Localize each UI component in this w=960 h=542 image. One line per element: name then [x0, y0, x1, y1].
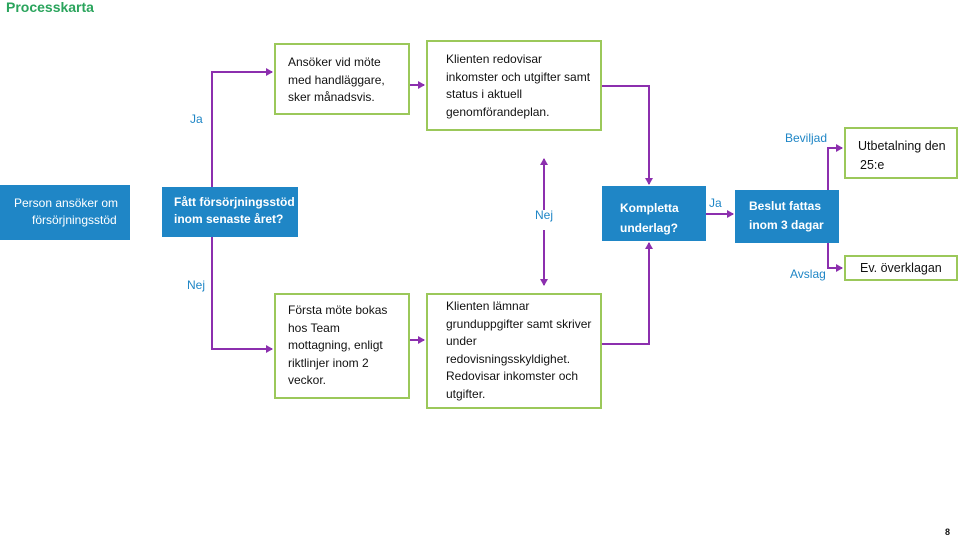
appeal-text: Ev. överklagan	[860, 261, 942, 275]
first-meeting-text: Första möte bokas hos Team mottagning, e…	[288, 303, 388, 387]
arrow-nej-to-first-meeting	[211, 237, 273, 353]
person-applies-box: Person ansöker om försörjningsstöd	[0, 185, 130, 240]
report-income-text: Klienten redovisar inkomster och utgifte…	[446, 52, 591, 119]
appeal-box: Ev. överklagan	[844, 255, 958, 281]
label-nej-mid: Nej	[535, 208, 554, 222]
person-applies-text: Person ansöker om försörjningsstöd	[14, 196, 119, 227]
arrow-ja-to-apply	[211, 68, 273, 187]
arrow-report-to-complete	[602, 85, 653, 185]
apply-meeting-box: Ansöker vid möte med handläggare, sker m…	[274, 43, 410, 115]
page-title: Processkarta	[6, 0, 94, 15]
decision-text: Beslut fattas inom 3 dagar	[749, 199, 824, 232]
first-meeting-box: Första möte bokas hos Team mottagning, e…	[274, 293, 410, 399]
report-income-box: Klienten redovisar inkomster och utgifte…	[426, 40, 602, 131]
arrow-submit-to-complete	[602, 242, 653, 345]
label-ja-top: Ja	[190, 112, 203, 126]
label-nej-bottom: Nej	[187, 278, 206, 292]
complete-box: Kompletta underlag?	[602, 186, 706, 241]
received-support-box: Fått försörjningsstöd inom senaste året?	[162, 187, 298, 237]
arrow-avslag	[827, 243, 843, 272]
label-beviljad: Beviljad	[785, 131, 828, 145]
submit-docs-box: Klienten lämnar grunduppgifter samt skri…	[426, 293, 602, 409]
received-support-text: Fått försörjningsstöd inom senaste året?	[174, 195, 295, 226]
arrow-beviljad	[827, 144, 843, 190]
payment-text: Utbetalning den 25:e	[858, 139, 946, 172]
apply-meeting-text: Ansöker vid möte med handläggare, sker m…	[288, 55, 385, 104]
page-number: 8	[944, 527, 950, 537]
decision-box: Beslut fattas inom 3 dagar	[735, 190, 839, 243]
label-avslag: Avslag	[790, 267, 826, 281]
payment-box: Utbetalning den 25:e	[844, 127, 958, 179]
complete-text: Kompletta underlag?	[620, 201, 679, 235]
label-ja-mid: Ja	[709, 196, 722, 210]
submit-docs-text: Klienten lämnar grunduppgifter samt skri…	[446, 299, 592, 401]
